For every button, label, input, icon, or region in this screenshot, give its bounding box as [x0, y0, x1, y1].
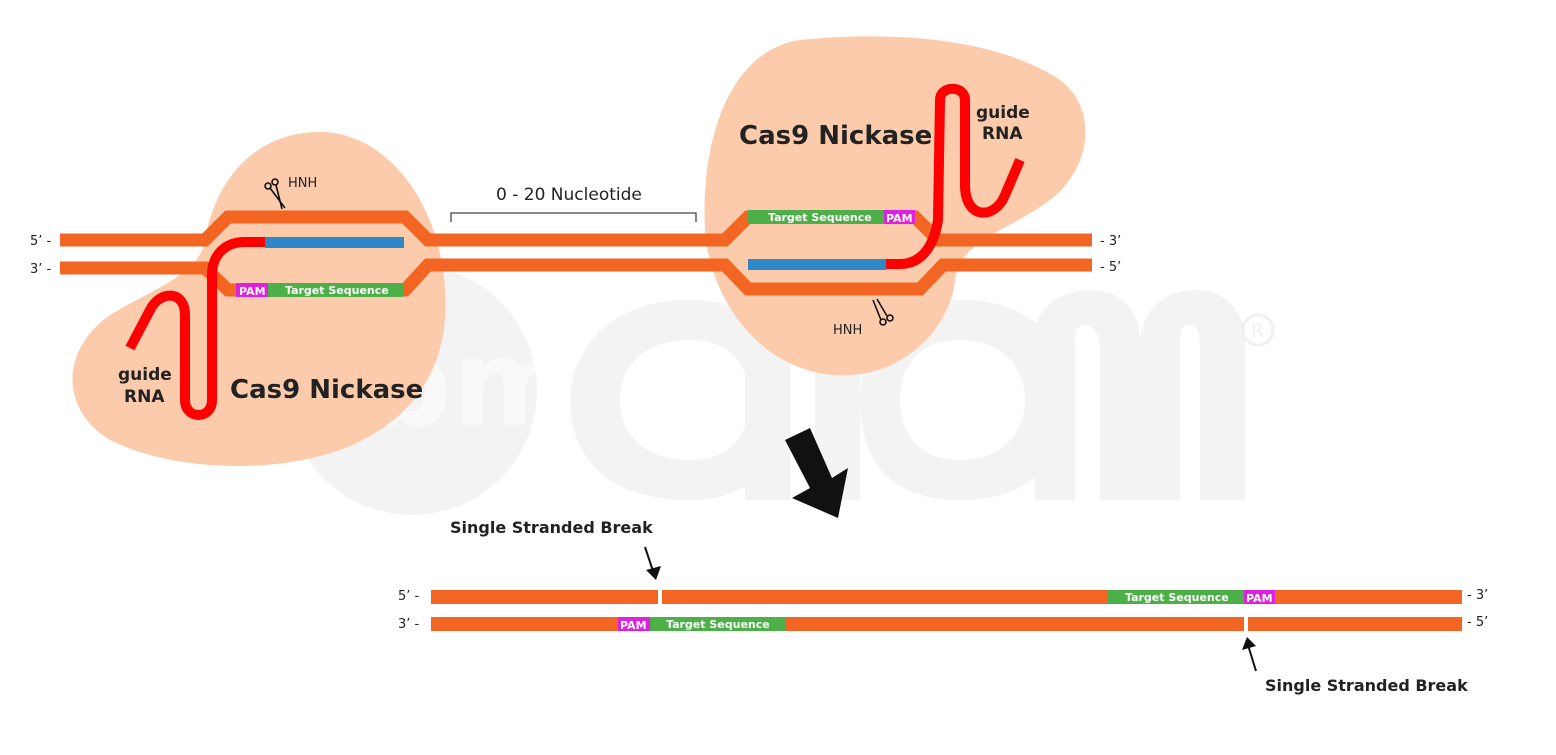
bottom-top-target-label: Target Sequence [1125, 591, 1229, 604]
strand-end-top-left: 5’ - [30, 234, 52, 249]
bottom-top-target-box [1108, 590, 1244, 604]
pam-box-right [884, 210, 915, 224]
watermark-letter-m-left [1035, 290, 1140, 500]
target-label-right: Target Sequence [768, 211, 872, 224]
pam-label-left: PAM [239, 285, 266, 298]
spacer-bracket [450, 212, 697, 222]
registered-mark-circle [1241, 313, 1275, 347]
transition-arrow-icon [785, 428, 848, 518]
cas9-label-right: Cas9 Nickase [739, 121, 932, 151]
cas9-label-left: Cas9 Nickase [230, 375, 423, 405]
watermark-letter-m-right [1140, 290, 1245, 500]
guide-rna-left [125, 237, 265, 420]
bottom-top-pam-label: PAM [1246, 592, 1273, 605]
hnh-label-right: HNH [833, 323, 862, 338]
registered-mark: R [1251, 320, 1264, 342]
bottom-strand-end-bottom-left: 3’ - [398, 617, 420, 632]
bottom-bottom-target-box [650, 617, 785, 631]
break-arrow-icon-top [644, 546, 661, 580]
break-label-bottom: Single Stranded Break [1265, 676, 1468, 695]
strand-end-bottom-left: 3’ - [30, 262, 52, 277]
strand-end-top-right: - 3’ [1100, 234, 1121, 249]
guide-rna-label-right-line1: guide [976, 103, 1030, 123]
target-box-right [748, 210, 884, 224]
guide-rna-label-left-line1: guide [118, 365, 172, 385]
target-box-left [268, 283, 403, 297]
hnh-label-left: HNH [288, 176, 317, 191]
bottom-bottom-pam-label: PAM [620, 619, 647, 632]
bottom-bottom-strand-segment-2 [1248, 617, 1462, 631]
pam-box-left [236, 283, 268, 297]
scissors-icon-left [264, 178, 286, 210]
target-label-left: Target Sequence [285, 284, 389, 297]
bottom-dna-duplex [431, 590, 1462, 631]
bottom-top-strand-segment-1 [431, 590, 658, 604]
bottom-strand-end-top-right: - 3’ [1467, 588, 1488, 603]
top-strand [60, 210, 1092, 247]
watermark-letter-a [570, 300, 790, 500]
bottom-bottom-pam-box [618, 617, 650, 631]
guide-rna-right [886, 83, 1025, 269]
guide-rna-label-left-line2: RNA [124, 387, 165, 407]
guide-rna-label-right-line2: RNA [982, 124, 1023, 144]
scissors-icon-right [872, 298, 894, 326]
bottom-top-pam-box [1244, 590, 1275, 604]
cas9-blob-left [72, 132, 446, 467]
bottom-top-strand-segment-2 [662, 590, 1462, 604]
guide-spacer-left [265, 237, 404, 248]
spacer-label: 0 - 20 Nucleotide [496, 185, 642, 205]
bottom-bottom-target-label: Target Sequence [666, 618, 770, 631]
break-arrow-icon-bottom [1242, 637, 1257, 672]
strand-end-bottom-right: - 5’ [1100, 260, 1121, 275]
bottom-strand-end-top-left: 5’ - [398, 589, 420, 604]
guide-spacer-right [748, 259, 886, 270]
bottom-bottom-strand-segment-1 [431, 617, 1244, 631]
bottom-strand-end-bottom-right: - 5’ [1467, 615, 1488, 630]
break-label-top: Single Stranded Break [450, 518, 653, 537]
pam-label-right: PAM [886, 212, 913, 225]
